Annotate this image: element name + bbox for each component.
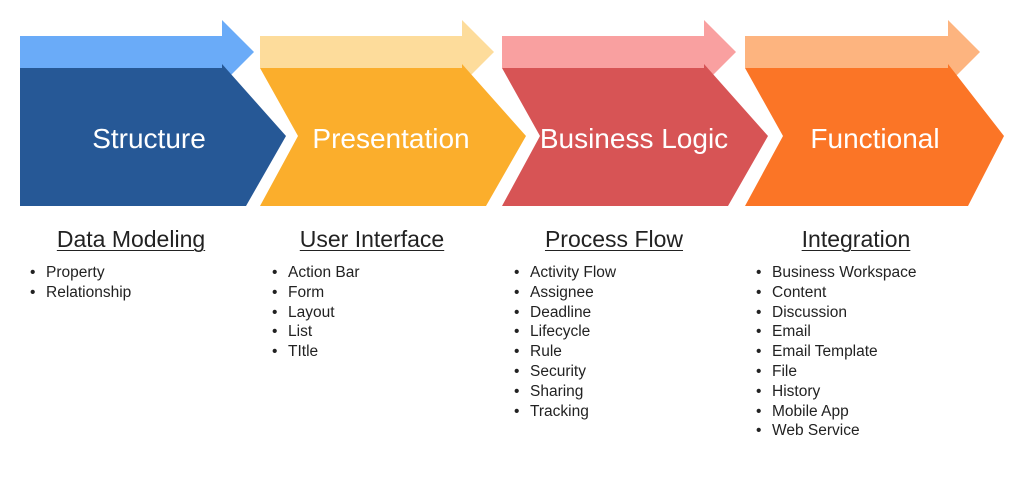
- list-item: File: [756, 362, 916, 382]
- list-item: Rule: [514, 342, 616, 362]
- list-item: Assignee: [514, 283, 616, 303]
- list-item: List: [272, 322, 360, 342]
- list-item: Layout: [272, 303, 360, 323]
- list-item: Action Bar: [272, 263, 360, 283]
- list-item: Lifecycle: [514, 322, 616, 342]
- stage-4-heading: Integration: [801, 226, 911, 252]
- list-item: Discussion: [756, 303, 916, 323]
- stage-4-title: Functional: [810, 122, 940, 154]
- stage-1-chevron: [20, 64, 286, 206]
- stage-3-heading: Process Flow: [544, 226, 684, 252]
- stage-3-chevron: [502, 64, 768, 206]
- stage-2-list: Action Bar Form Layout List TItle: [272, 263, 360, 362]
- list-item: Security: [514, 362, 616, 382]
- list-item: Email Template: [756, 342, 916, 362]
- list-item: Tracking: [514, 402, 616, 422]
- list-item: Content: [756, 283, 916, 303]
- stage-2-chevron: [260, 64, 526, 206]
- stage-4-chevron: [745, 64, 1004, 206]
- stage-2-heading: User Interface: [299, 226, 445, 252]
- list-item: Property: [30, 263, 131, 283]
- list-item: Mobile App: [756, 402, 916, 422]
- stage-2-title: Presentation: [312, 122, 470, 154]
- stage-4-list: Business Workspace Content Discussion Em…: [756, 263, 916, 441]
- stage-3-title: Business Logic: [539, 122, 729, 154]
- stage-1-list: Property Relationship: [30, 263, 131, 303]
- list-item: Email: [756, 322, 916, 342]
- list-item: Business Workspace: [756, 263, 916, 283]
- list-item: Sharing: [514, 382, 616, 402]
- list-item: Web Service: [756, 421, 916, 441]
- list-item: Relationship: [30, 283, 131, 303]
- stage-1-heading: Data Modeling: [56, 226, 206, 252]
- list-item: History: [756, 382, 916, 402]
- stage-1-title: Structure: [92, 122, 206, 154]
- list-item: Deadline: [514, 303, 616, 323]
- list-item: Activity Flow: [514, 263, 616, 283]
- stage-3-list: Activity Flow Assignee Deadline Lifecycl…: [514, 263, 616, 421]
- list-item: Form: [272, 283, 360, 303]
- list-item: TItle: [272, 342, 360, 362]
